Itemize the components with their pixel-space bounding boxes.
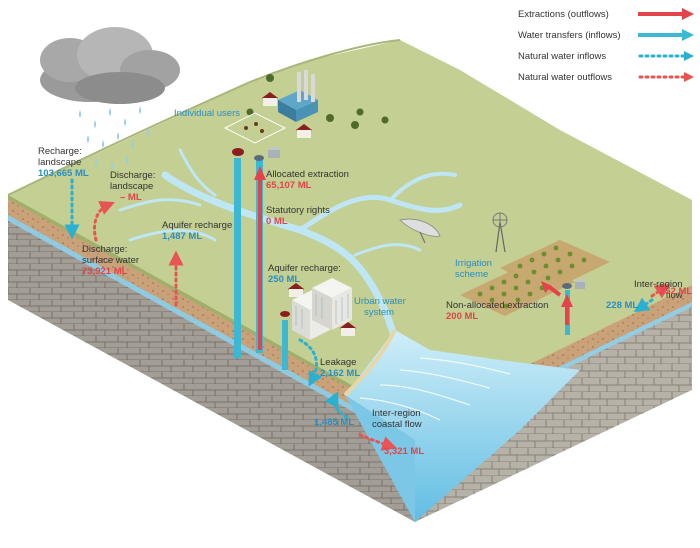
irrigation-field-icon	[460, 240, 610, 316]
natural-outflow-arrows	[93, 200, 671, 451]
coastal-sea	[343, 329, 580, 522]
legend-transfers: Water transfers (inflows)	[518, 27, 696, 48]
urban-water-system-label: Urban water system	[354, 296, 406, 318]
individual-users-label: Individual users	[174, 108, 241, 119]
discharge-landscape-label: Discharge: landscape – ML	[110, 170, 156, 203]
inter-region-coastal-label: Inter-region coastal flow	[372, 408, 422, 430]
aquifer-recharge-2-label: Aquifer recharge: 250 ML	[268, 263, 341, 285]
landscape-surface	[8, 40, 692, 420]
legend-natural-outflows: Natural water outflows	[518, 69, 696, 90]
natural-inflow-arrows	[64, 178, 654, 420]
inter-region-inflow-value: 228 ML	[606, 300, 639, 311]
legend-natural-inflows: Natural water inflows	[518, 48, 696, 69]
paddock-icon	[223, 112, 287, 144]
satellite-dish-icon	[399, 218, 441, 244]
leakage-label: Leakage 2,162 ML	[320, 357, 361, 379]
non-allocated-extraction-label: Non-allocated extraction 200 ML	[446, 300, 549, 322]
extraction-arrows	[254, 166, 573, 350]
irrigation-scheme-label: Irrigation scheme	[455, 258, 492, 280]
tree-icon	[246, 74, 389, 129]
coastal-inflow-value: 1,485 ML	[314, 417, 355, 428]
city-buildings-icon	[292, 278, 352, 340]
statutory-rights-label: Statutory rights 0 ML	[266, 205, 330, 227]
water-tank-icon	[268, 147, 585, 289]
legend: Extractions (outflows) Water transfers (…	[518, 6, 696, 90]
factory-icon	[278, 70, 318, 122]
discharge-surface-label: Discharge: surface water 73,921 ML	[82, 244, 140, 277]
recharge-landscape-label: Recharge: landscape 103,665 ML	[38, 146, 89, 179]
legend-extractions: Extractions (outflows)	[518, 6, 696, 27]
coastal-outflow-value: 3,321 ML	[384, 446, 425, 457]
rain-cloud-icon	[40, 27, 180, 170]
windmill-icon	[492, 212, 508, 253]
inter-region-outflow-value: 252 ML	[660, 286, 693, 297]
aquifer-recharge-1-label: Aquifer recharge 1,487 ML	[162, 220, 233, 242]
allocated-extraction-label: Allocated extraction 65,107 ML	[266, 169, 349, 191]
inter-region-flow-label: Inter-region flow	[634, 279, 683, 301]
